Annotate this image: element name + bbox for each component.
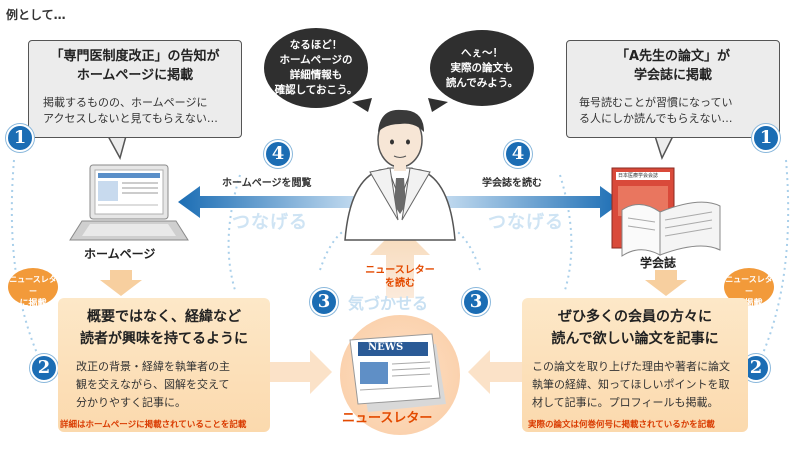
journal-illustration	[611, 167, 721, 257]
journal-article-title-1: ぜひ多くの会員の方々に	[558, 309, 712, 325]
speech-bubble-homepage: なるほど！ ホームページの 詳細情報も 確認しておこう。	[264, 28, 368, 108]
bubble-left-line-3: 詳細情報も	[289, 69, 343, 81]
homepage-notice-text-1: 掲載するものの、ホームページに	[43, 96, 208, 109]
homepage-article-text-1: 改正の背景・経緯を執筆者の主	[76, 360, 230, 373]
bubble-right-line-3: 読んでみよう。	[445, 77, 519, 89]
journal-notice-text-1: 毎号読むことが習慣になってい	[579, 96, 733, 109]
arrow-to-homepage	[178, 186, 370, 218]
homepage-notice-box: 「専門医制度改正」の告知が ホームページに掲載 掲載するものの、ホームページに …	[28, 40, 242, 138]
arrow-left-to-news	[270, 350, 332, 394]
journal-article-text-3: 材して記事に。プロフィールも掲載。	[532, 396, 719, 409]
laptop-illustration	[69, 164, 189, 241]
speech-bubble-journal: へぇ～！ 実際の論文も 読んでみよう。	[430, 30, 534, 106]
newsletter-read-line-1: ニュースレター	[365, 265, 435, 276]
journal-cover-title: 日本医療学会会誌	[618, 173, 659, 179]
connect-text-right: つなげる	[488, 212, 564, 233]
homepage-article-box: 概要ではなく、経緯など 読者が興味を持てるように 改正の背景・経緯を執筆者の主 …	[58, 298, 270, 432]
connect-text-left: つなげる	[232, 212, 308, 233]
arrow-journal-label: 学会誌を読む	[482, 178, 542, 189]
arrow-homepage-down	[100, 270, 142, 296]
homepage-article-text-2: 観を交えながら、図解を交えて	[76, 378, 230, 391]
journal-article-note: 実際の論文は何巻何号に掲載されているかを記載	[528, 420, 715, 430]
homepage-notice-text-2: アクセスしないと見てもらえない…	[43, 112, 218, 125]
homepage-notice-title-1: 「専門医制度改正」の告知が	[50, 49, 220, 64]
journal-label: 学会誌	[640, 256, 677, 270]
newsletter-tag-left: ニュースレター に掲載	[8, 268, 58, 309]
journal-article-box: ぜひ多くの会員の方々に 読んで欲しい論文を記事に この論文を取り上げた理由や著者…	[522, 298, 748, 432]
homepage-label: ホームページ	[84, 247, 156, 261]
journal-notice-title-2: 学会誌に掲載	[633, 68, 712, 83]
homepage-article-text-3: 分かりやすく記事に。	[76, 396, 186, 409]
arrow-to-journal	[430, 186, 622, 218]
step-3-left-icon: 3	[310, 288, 338, 316]
step-4-left-icon: 4	[264, 140, 292, 168]
page-title: 例として…	[6, 8, 66, 22]
tag-left-line-2: に掲載	[19, 299, 47, 309]
bubble-left-tail	[352, 98, 372, 112]
newsletter-label: ニュースレター	[342, 411, 433, 426]
right-box-tail	[653, 135, 675, 160]
step-2-left-icon: 2	[30, 354, 58, 382]
businessman-illustration	[344, 109, 456, 241]
tag-right-line-1: ニュースレター	[725, 275, 773, 296]
journal-notice-box: 「A先生の論文」が 学会誌に掲載 毎号読むことが習慣になってい る人にしか読んで…	[566, 40, 780, 138]
journal-notice-text-2: る人にしか読んでもらえない…	[579, 112, 733, 125]
step-1-left-icon: 1	[6, 124, 34, 152]
newspaper-illustration	[349, 333, 446, 412]
step-4-right-icon: 4	[504, 140, 532, 168]
journal-article-text-2: 執筆の経緯、知ってほしいポイントを取	[532, 378, 730, 391]
bubble-left-line-2: ホームページの	[279, 54, 353, 66]
left-box-tail	[106, 135, 127, 160]
homepage-article-title-2: 読者が興味を持てるように	[80, 331, 248, 347]
step-1-right-icon: 1	[752, 124, 780, 152]
tag-left-line-1: ニュースレター	[9, 275, 57, 296]
journal-article-title-2: 読んで欲しい論文を記事に	[551, 331, 719, 347]
newsletter-read-label: ニュースレター を読む	[356, 264, 444, 290]
bubble-right-line-2: 実際の論文も	[450, 62, 514, 74]
bubble-right-line-1: へぇ～！	[461, 47, 503, 59]
bubble-left-line-1: なるほど！	[289, 39, 343, 51]
journal-article-text-1: この論文を取り上げた理由や著者に論文	[532, 360, 730, 373]
homepage-article-title-1: 概要ではなく、経緯など	[87, 309, 241, 325]
tag-right-line-2: に掲載	[735, 299, 763, 309]
bubble-left-line-4: 確認しておこう。	[274, 84, 358, 96]
newsletter-read-line-2: を読む	[385, 278, 415, 289]
step-3-right-icon: 3	[462, 288, 490, 316]
journal-notice-title-1: 「A先生の論文」が	[615, 49, 731, 64]
homepage-notice-title-2: ホームページに掲載	[76, 68, 194, 83]
arrow-homepage-label: ホームページを閲覧	[222, 178, 312, 189]
arrow-journal-down	[645, 270, 687, 296]
newspaper-title: NEWS	[368, 342, 404, 353]
arrow-right-to-news	[468, 350, 530, 394]
arrow-news-up	[370, 225, 430, 298]
notice-text: 気づかせる	[348, 294, 429, 313]
bubble-right-tail	[428, 98, 448, 112]
homepage-article-note: 詳細はホームページに掲載されていることを記載	[60, 420, 247, 430]
